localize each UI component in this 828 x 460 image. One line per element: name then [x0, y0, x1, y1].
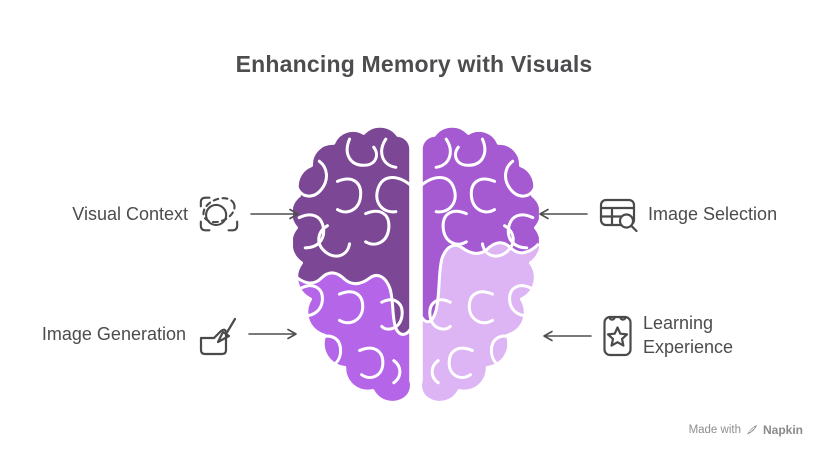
napkin-watermark[interactable]: Made with Napkin [689, 423, 803, 437]
napkin-logo-icon [746, 424, 758, 436]
page-title: Enhancing Memory with Visuals [235, 51, 593, 77]
brain-quadrant-top-right [421, 125, 539, 322]
callout-label: Learning Experience [643, 313, 734, 357]
brain-left-hemisphere [293, 124, 414, 405]
callout-label: Image Selection [648, 203, 778, 224]
callout-label: Visual Context [72, 203, 188, 224]
brain-quadrant-top-left [293, 125, 411, 335]
watermark-made-with: Made with [688, 424, 741, 436]
scan-icon [197, 193, 241, 235]
arrow-right-icon [248, 328, 304, 340]
callout-image-selection: Image Selection [532, 190, 777, 238]
table-search-icon [597, 194, 639, 235]
arrow-left-icon [532, 208, 588, 220]
callout-learning-experience: Learning Experience [536, 312, 757, 360]
brain-outline-right [418, 124, 539, 405]
watermark-brand: Napkin [762, 423, 803, 437]
callout-label: Image Generation [41, 323, 186, 344]
callout-visual-context: Visual Context [72, 190, 306, 238]
brain-right-hemisphere [418, 124, 539, 405]
callout-image-generation: Image Generation [42, 310, 304, 358]
paintbrush-hand-icon [195, 311, 239, 357]
brain-illustration [293, 124, 539, 405]
card-star-icon [601, 313, 634, 359]
brain-outline-left [293, 124, 414, 405]
arrow-right-icon [250, 208, 306, 220]
arrow-left-icon [536, 330, 592, 342]
